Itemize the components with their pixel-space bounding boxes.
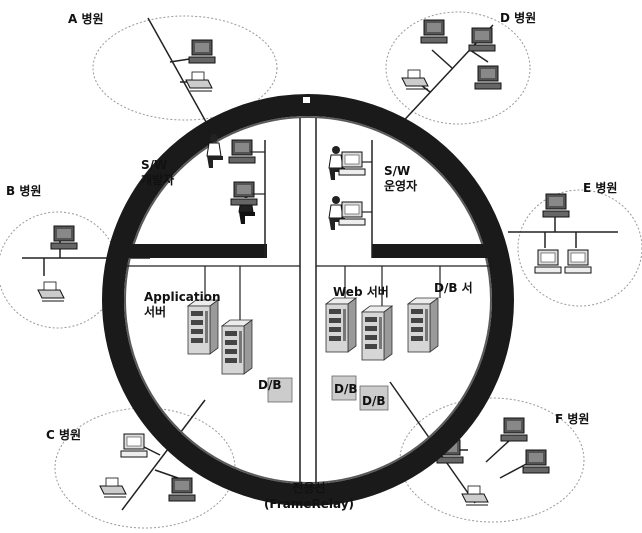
sw-operator-label-line2: 운영자 [384,179,418,193]
network-line-label: 전용선 (FrameRelay) [254,480,364,512]
sw-developer-label: S/W 개발자 [141,158,174,188]
hospital-cloud-e [517,189,642,307]
hospital-a-equipment [185,39,216,92]
hospital-d-equipment [401,19,502,90]
db-server-label: D/B 서 [434,281,473,295]
inner-dividers [125,118,498,485]
db-storage-left [267,377,293,403]
application-server-label-line2: 서버 [144,305,167,319]
sw-developer-label-line2: 개발자 [141,173,175,187]
db-storage-right-1 [331,375,357,401]
web-server-label: Web 서버 [333,285,389,299]
db-storage-right-2 [359,385,389,411]
network-line-label-line2: (FrameRelay) [263,497,355,511]
ring-marker [303,97,310,103]
db-left-label: D/B [258,378,282,392]
hospital-c-label: C 병원 [46,428,82,442]
hospital-d-label: D 병원 [500,11,537,25]
network-ring [102,94,514,506]
hospital-f-label: F 병원 [555,412,590,426]
application-server-label-line1: Application [144,290,221,304]
application-servers [187,266,293,403]
sw-developer-label-line1: S/W [141,158,168,172]
network-line-label-line1: 전용선 [292,481,326,495]
sw-operators [328,145,372,231]
hospital-cloud-f [399,397,585,523]
db-right-label-1: D/B [334,382,358,396]
sw-operator-label-line1: S/W [384,164,411,178]
sw-developers [206,133,265,225]
hospital-e-equipment [534,193,592,274]
web-db-servers [325,266,441,411]
hospital-cloud-d [385,11,531,125]
hospital-cloud-a [92,15,278,121]
hospital-a-label: A 병원 [68,12,104,26]
db-right-label-2: D/B [362,394,386,408]
spoke-lines [22,17,618,511]
sw-operator-label: S/W 운영자 [384,164,417,194]
hospital-e-label: E 병원 [583,181,618,195]
network-ring-inner-edge [124,116,492,484]
application-server-label: Application 서버 [144,290,221,320]
hospital-b-label: B 병원 [6,184,42,198]
